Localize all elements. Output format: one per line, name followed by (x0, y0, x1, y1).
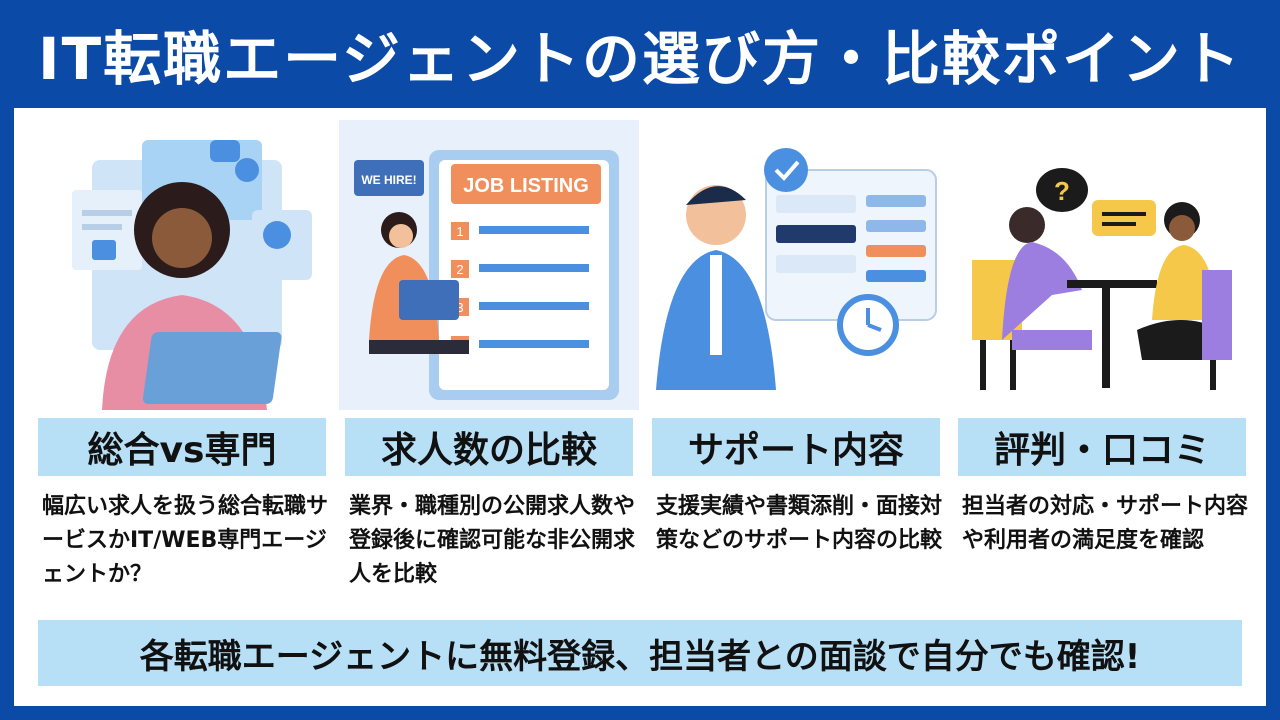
speech-bubble-icon (1092, 200, 1156, 236)
illustration-job-listing: JOB LISTING 1 2 3 4 WE HIRE! (339, 120, 639, 410)
column-label: サポート内容 (652, 418, 940, 476)
column-description: 支援実績や書類添削・面接対策などのサポート内容の比較 (656, 494, 943, 553)
illustration-woman-laptop (72, 140, 312, 410)
column-job-count: JOB LISTING 1 2 3 4 WE HIRE! 求人数の比較 業界・職… (339, 120, 639, 590)
column-label: 求人数の比較 (345, 418, 633, 476)
footer-banner: 各転職エージェントに無料登録、担当者との面談で自分でも確認! (38, 620, 1242, 686)
column-label: 総合vs専門 (38, 418, 326, 476)
gear-icon (235, 158, 259, 182)
svg-text:2: 2 (456, 262, 463, 277)
content-panel: 総合vs専門 幅広い求人を扱う総合転職サービスかIT/WEB専門エージェントか？… (14, 108, 1266, 706)
column-reviews: ? 評判・口コミ 担当者の対応・サポート内容や利用者の満足度を確認 (952, 120, 1252, 590)
column-support: サポート内容 支援実績や書類添削・面接対策などのサポート内容の比較 (646, 120, 946, 590)
question-bubble-icon (1036, 168, 1088, 212)
column-description: 幅広い求人を扱う総合転職サービスかIT/WEB専門エージェントか？ (42, 494, 329, 587)
checkmark-icon (764, 148, 808, 192)
lock-icon (92, 240, 116, 260)
column-general-vs-specialist: 総合vs専門 幅広い求人を扱う総合転職サービスかIT/WEB専門エージェントか？ (32, 120, 332, 590)
hire-sign: WE HIRE! (361, 173, 416, 187)
illustration-man-checklist (656, 148, 937, 390)
listing-title: JOB LISTING (463, 175, 589, 197)
page-title: IT転職エージェントの選び方・比較ポイント (38, 25, 1242, 93)
svg-text:?: ? (1054, 176, 1070, 206)
column-description: 担当者の対応・サポート内容や利用者の満足度を確認 (962, 494, 1249, 553)
column-label: 評判・口コミ (958, 418, 1246, 476)
svg-text:3: 3 (456, 300, 463, 315)
column-description: 業界・職種別の公開求人数や登録後に確認可能な非公開求人を比較 (349, 494, 636, 587)
svg-text:1: 1 (456, 224, 463, 239)
illustration-interview: ? (972, 168, 1232, 390)
chat-icon (210, 140, 240, 162)
user-icon (263, 221, 291, 249)
